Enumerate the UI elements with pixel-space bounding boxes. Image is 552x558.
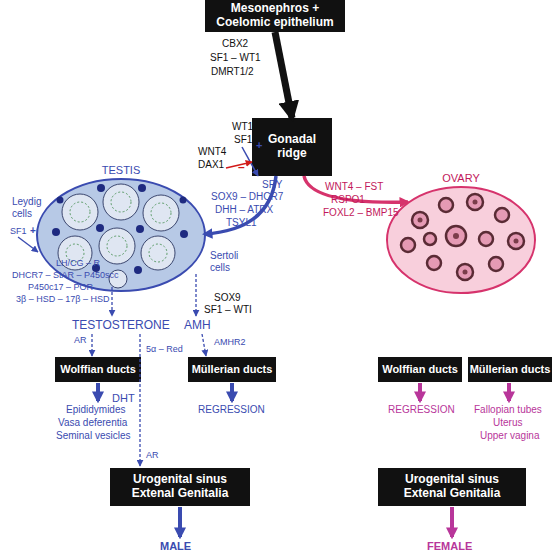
annotation-label: DHH – ATRX [215,204,273,216]
gonad-ellipse [387,187,535,293]
annotation-label: AR [146,450,159,461]
box-text: Gonadal ridge [256,133,328,161]
box-text: Wolffian ducts [382,363,458,376]
annotation-label: REGRESSION [198,404,265,416]
origin-box: Mesonephros + Coelomic epithelium [205,0,345,32]
annotation-label: – [238,160,245,174]
box-text: Urogenital sinus Extenal Genitalia [382,473,522,501]
annotation-label: TESTOSTERONE [72,318,170,332]
duct-box: Wolffian ducts [378,357,462,382]
thick-arrow [507,383,511,401]
annotation-label: SF1 – WT1 [210,52,261,64]
annotation-label: DMRT1/2 [211,66,254,78]
thick-arrow [230,383,234,401]
annotation-label: Epididymides [66,404,125,416]
node-outline [385,186,537,294]
annotation-label: DHT [112,392,135,405]
box-text: Wolffian ducts [60,363,136,376]
annotation-label: WNT4 – FST [325,181,383,193]
annotation-label: FEMALE [427,540,472,553]
annotation-label: 3β – HSD – 17β – HSD [16,294,109,305]
annotation-label: P450c17 – POR [28,282,93,293]
annotation-label: Upper vagina [480,430,539,442]
annotation-label: + [256,139,262,152]
annotation-label: Fallopian tubes [474,404,542,416]
annotation-label: AMH [184,318,211,332]
dashed-arrow [91,334,92,356]
annotation-label: REGRESSION [388,404,455,416]
annotation-label: DAX1 [198,159,224,171]
annotation-label: Uterus [493,417,522,429]
annotation-label: RSPO1 [331,194,365,206]
annotation-label: CBX2 [222,38,248,50]
gonad-heading: OVARY [385,172,537,185]
annotation-label: Leydig cells [12,196,48,220]
gonad-box: Gonadal ridge [252,118,332,176]
thick-arrow [418,383,422,401]
annotation-label: + [30,225,36,237]
duct-box: Müllerian ducts [188,357,276,382]
annotation-label: SF1 [234,134,252,146]
annotation-label: WNT4 [198,146,226,158]
dashed-arrow [195,274,196,316]
annotation-label: WT1 [232,121,253,133]
annotation-label: 5α – Red [146,344,183,355]
box-text: Müllerian ducts [470,363,551,376]
box-text: Urogenital sinus Extenal Genitalia [114,473,246,501]
annotation-label: Vasa deferentia [58,417,127,429]
annotation-label: SF1 [10,226,27,237]
duct-box: Wolffian ducts [55,357,141,382]
annotation-label: TSYL1 [226,217,257,229]
thick-arrow [450,507,454,537]
dashed-arrow [202,334,206,356]
annotation-label: FOXL2 – BMP15 [323,207,399,219]
flow-connector [275,32,292,118]
annotation-label: LH/CG – R [56,258,100,269]
annotation-label: AMHR2 [214,337,246,348]
genitalia-box: Urogenital sinus Extenal Genitalia [110,468,250,506]
annotation-label: Seminal vesicles [56,430,130,442]
annotation-label: SOX9 [214,292,241,304]
activation-arrow [18,237,38,252]
annotation-label: DHCR7 – StAR – P450scc [12,270,119,281]
gonad-heading: TESTIS [35,164,207,177]
annotation-label: MALE [160,540,191,553]
thick-arrow [96,383,100,401]
annotation-label: Sertoli cells [210,250,255,274]
thick-arrow [178,507,182,537]
genitalia-box: Urogenital sinus Extenal Genitalia [378,468,526,506]
annotation-label: AR [74,335,87,346]
annotation-label: SOX9 – DHCR7 [211,191,283,203]
outcome-arrows [98,383,509,537]
annotation-label: SF1 – WTI [204,304,252,316]
ovary-node: OVARY [385,172,537,294]
annotation-label: SRY [262,179,282,191]
dashed-arrow [139,334,140,466]
box-text: Müllerian ducts [192,363,273,376]
duct-box: Müllerian ducts [468,357,552,382]
box-text: Mesonephros + Coelomic epithelium [209,2,341,30]
